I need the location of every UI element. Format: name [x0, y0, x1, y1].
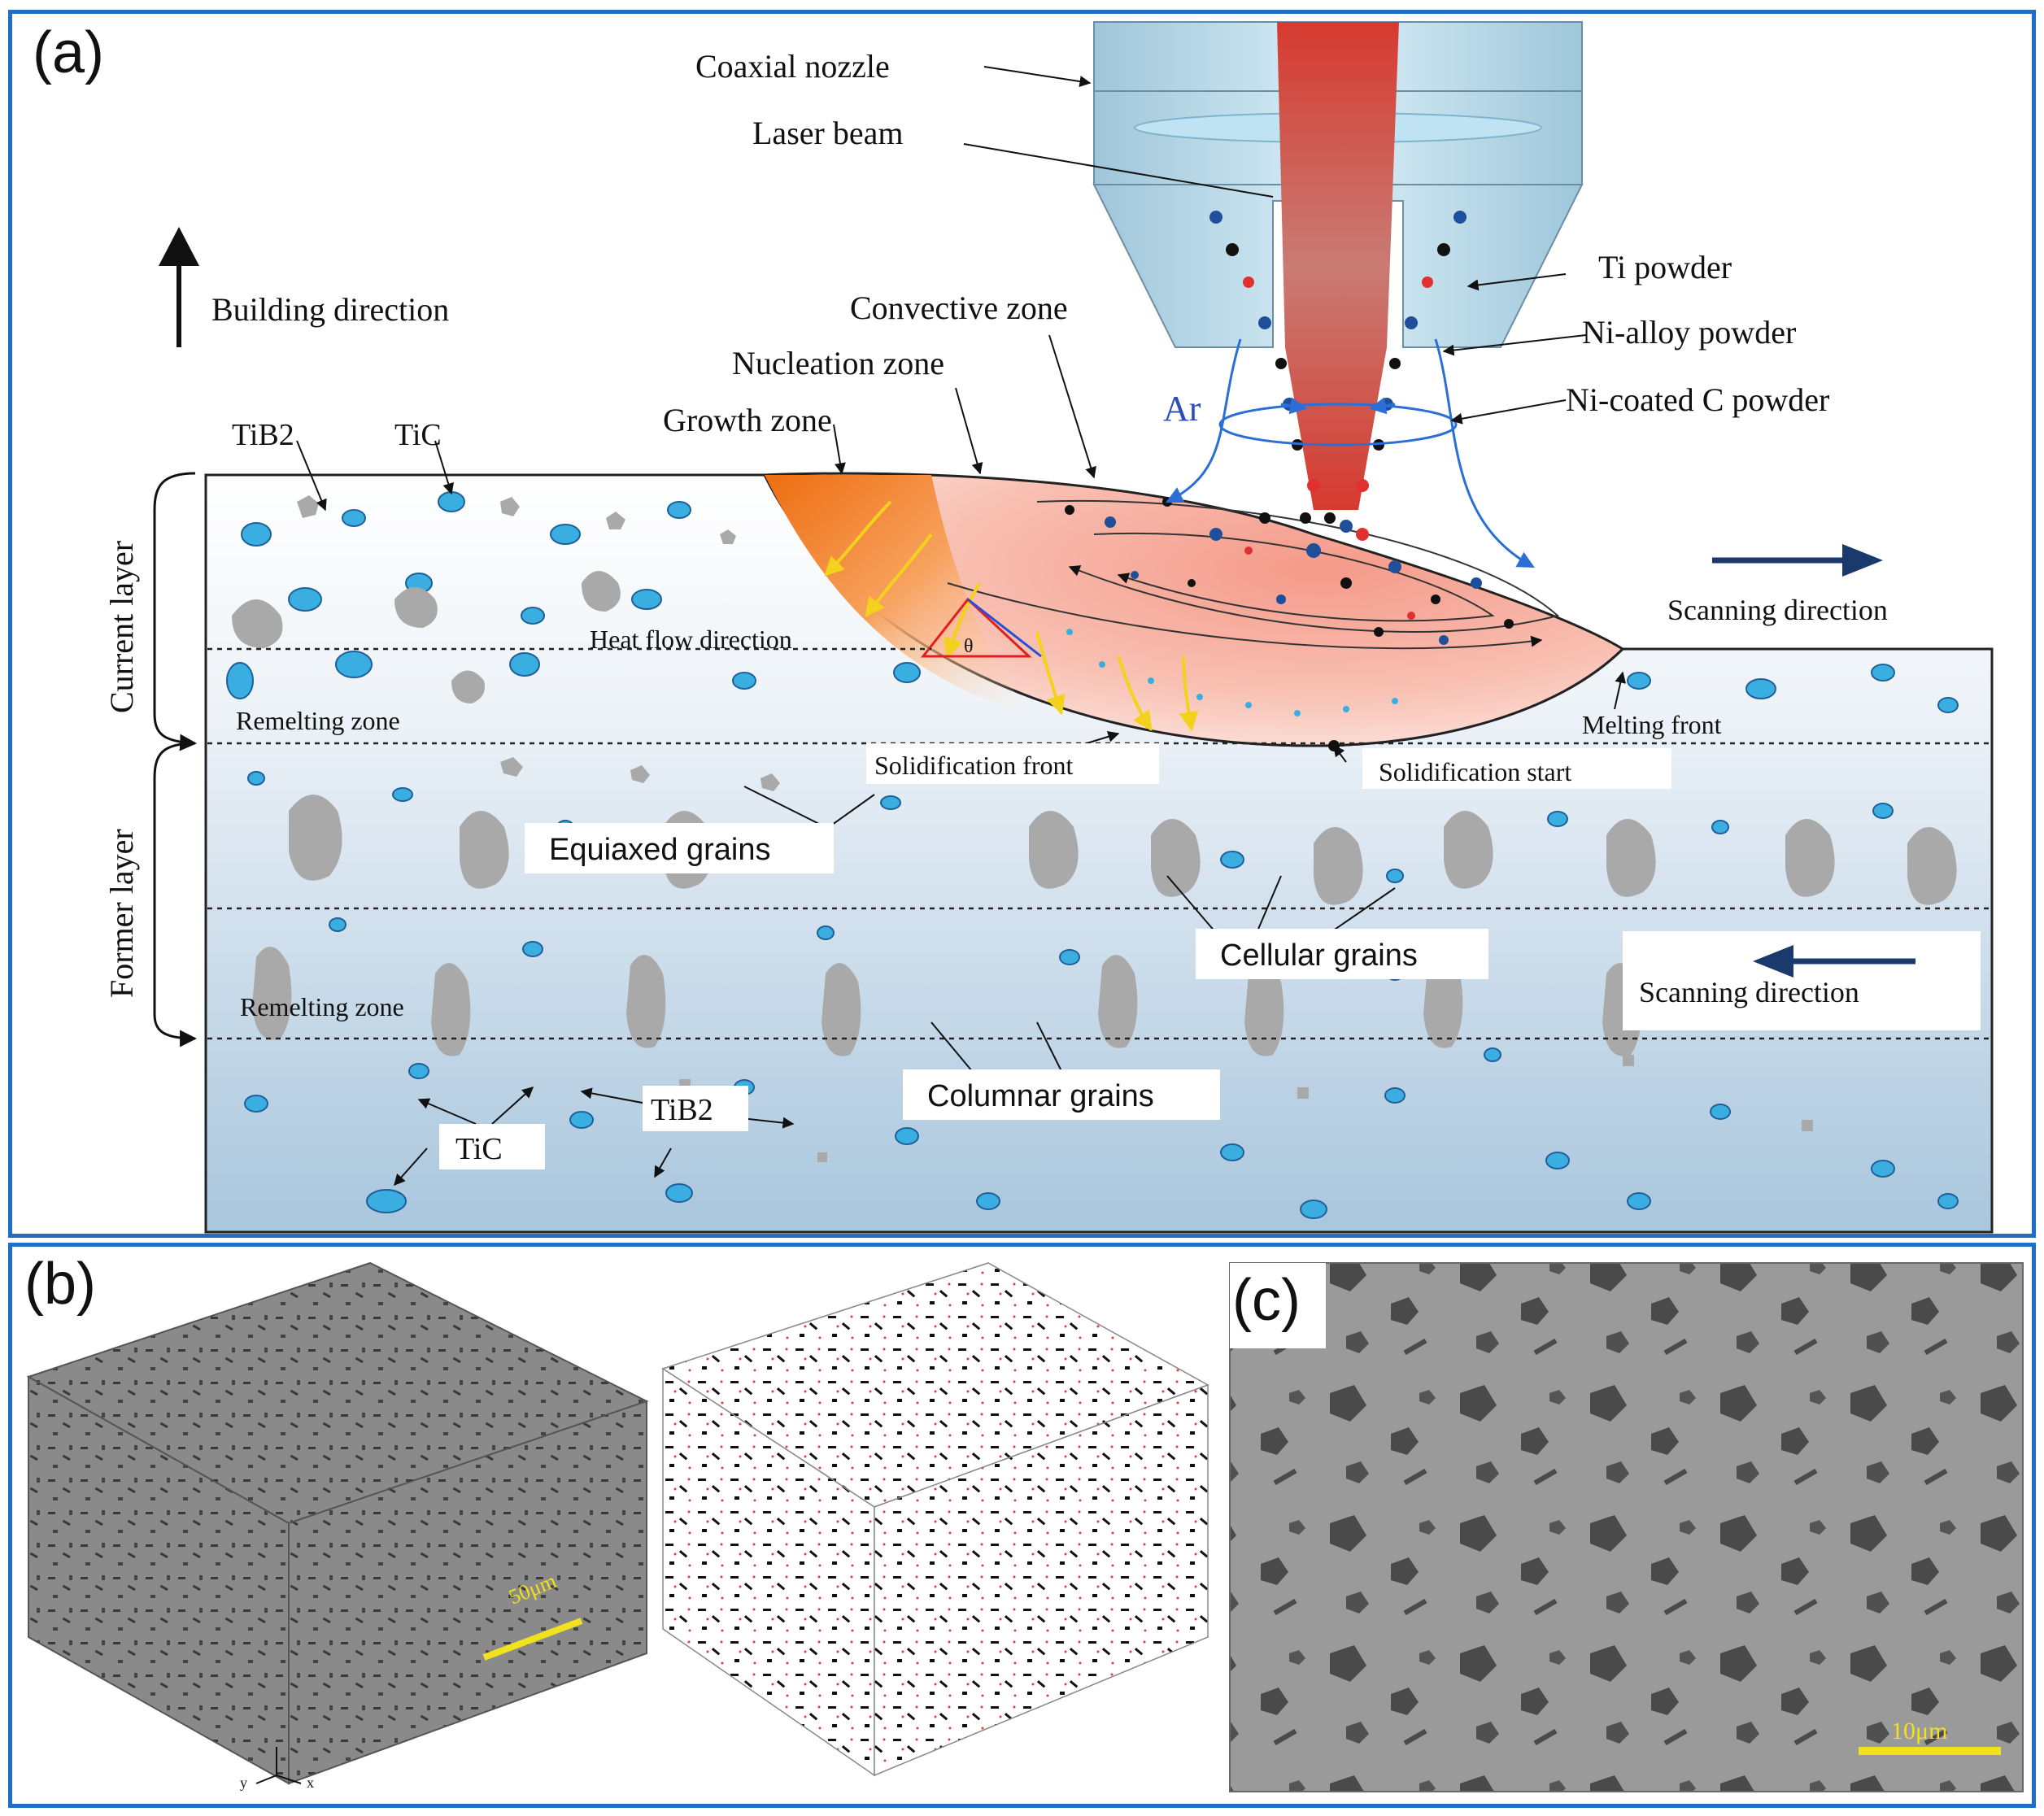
- scanning-direction-arrows: [1623, 544, 1981, 1030]
- laser-beam: [1277, 22, 1399, 510]
- nucleation-zone-label: Nucleation zone: [732, 345, 944, 381]
- solidification-start-point: [1328, 740, 1340, 751]
- melt-pool: [762, 472, 1625, 747]
- columnar-grains-label: Columnar grains: [927, 1079, 1154, 1113]
- argon-label: Ar: [1163, 389, 1201, 429]
- tib2-label-top: TiB2: [232, 418, 294, 452]
- panel-b-c-images: (b) 50μm y x (c) 10μm: [24, 1252, 2024, 1792]
- sem-micrograph: [1229, 1262, 2024, 1792]
- axis-y-label: y: [240, 1775, 247, 1791]
- current-layer-label: Current layer: [103, 541, 140, 713]
- growth-zone: [765, 475, 1029, 713]
- layer-braces: [153, 472, 198, 1047]
- cellular-grains-label: Cellular grains: [1220, 938, 1418, 973]
- remelting-zone-label-top: Remelting zone: [236, 706, 400, 735]
- building-direction-arrow: [159, 227, 199, 347]
- panel-c-letter: (c): [1232, 1268, 1301, 1333]
- building-direction-label: Building direction: [211, 291, 449, 328]
- melting-front-label: Melting front: [1582, 710, 1722, 739]
- scanning-direction-label-top: Scanning direction: [1667, 594, 1888, 626]
- panel-b-c: (b) 50μm y x (c) 10μm: [8, 1243, 2036, 1808]
- heat-flow-arrows: [824, 500, 1199, 732]
- laser-beam-label: Laser beam: [752, 115, 903, 151]
- ti-powder-label: Ti powder: [1598, 249, 1732, 285]
- equiaxed-grains-label: Equiaxed grains: [549, 833, 771, 867]
- heat-flow-direction-label: Heat flow direction: [590, 625, 792, 654]
- ni-alloy-powder-label: Ni-alloy powder: [1582, 314, 1796, 351]
- leader-lines: [296, 66, 1627, 1187]
- tic-label-top: TiC: [394, 418, 442, 452]
- tic-label-bottom: TiC: [455, 1132, 503, 1166]
- axis-x-label: x: [307, 1775, 314, 1791]
- label-backgrounds: [439, 743, 1671, 1169]
- remelting-zone-label-bottom: Remelting zone: [240, 992, 404, 1021]
- powder-stream: [1209, 211, 1467, 533]
- argon-flow: [1166, 338, 1535, 568]
- panel-c-letter-background: [1230, 1263, 1326, 1348]
- ni-coated-c-powder-label: Ni-coated C powder: [1566, 381, 1829, 418]
- tic-particles: [226, 491, 1959, 1219]
- tomography-block-segmented: [661, 1262, 1209, 1777]
- former-layer-label: Former layer: [103, 829, 140, 998]
- panel-a: θ: [8, 10, 2036, 1238]
- scale-bar-b: [482, 1618, 583, 1661]
- coaxial-nozzle-label: Coaxial nozzle: [695, 48, 890, 85]
- panel-a-diagram: θ: [33, 20, 1994, 1234]
- solidification-start-label: Solidification start: [1379, 757, 1571, 786]
- scale-bar-c-label: 10μm: [1891, 1718, 1947, 1744]
- theta-label: θ: [964, 636, 974, 657]
- axis-triad: [255, 1747, 302, 1784]
- solidification-front-label: Solidification front: [874, 751, 1074, 780]
- convection-flow-lines: [947, 499, 1560, 650]
- growth-zone-label: Growth zone: [663, 402, 832, 438]
- tomography-block-grey: [26, 1261, 649, 1785]
- convective-zone-label: Convective zone: [850, 290, 1068, 326]
- panel-a-letter: (a): [33, 20, 104, 85]
- scanning-direction-label-bottom: Scanning direction: [1639, 976, 1859, 1008]
- theta-triangle: θ: [920, 597, 1042, 658]
- panel-b-letter: (b): [24, 1252, 96, 1317]
- tib2-label-bottom: TiB2: [651, 1093, 713, 1127]
